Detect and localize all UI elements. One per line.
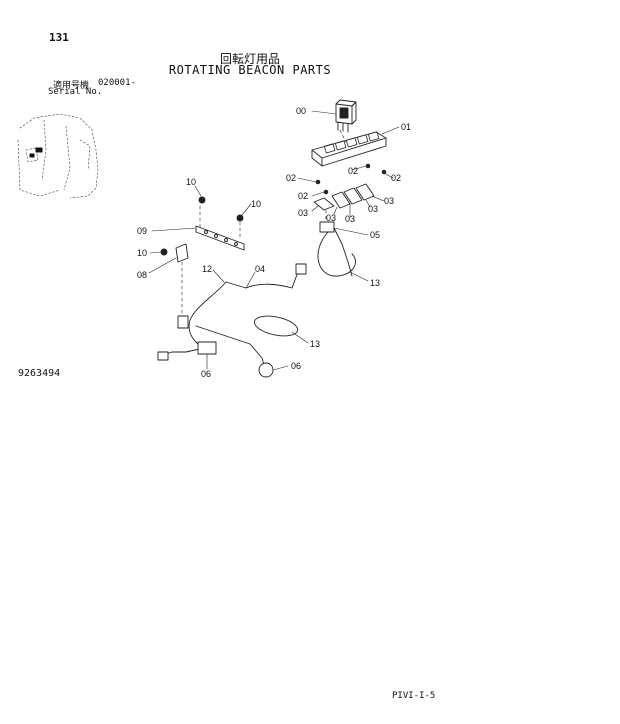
callout-06: 06	[201, 369, 211, 379]
assembly-guide-lines	[181, 129, 347, 317]
locator-marker	[29, 147, 43, 158]
callout-02: 02	[391, 173, 401, 183]
beacon-connectors	[157, 341, 274, 378]
callout-03: 03	[326, 213, 336, 223]
callout-02: 02	[298, 191, 308, 201]
page-number: 131	[49, 31, 69, 44]
panel-screws	[315, 163, 387, 195]
machine-locator-sketch	[17, 113, 99, 199]
switch-connector	[317, 221, 356, 277]
callout-03: 03	[368, 204, 378, 214]
callout-labels: 00 01 02 02 02 02 03 03 03 03 03 04 05 0…	[137, 106, 411, 379]
callout-09: 09	[137, 226, 147, 236]
serial-range: 020001-	[98, 78, 136, 88]
drawing-id: 9263494	[18, 368, 61, 379]
callout-05: 05	[370, 230, 380, 240]
callout-10: 10	[137, 248, 147, 258]
callout-00: 00	[296, 106, 306, 116]
callout-04: 04	[255, 264, 265, 274]
callout-13: 13	[310, 339, 320, 349]
callout-10: 10	[186, 177, 196, 187]
rotating-beacon-switch	[335, 99, 357, 133]
bolts	[160, 196, 244, 256]
serial-label-en: Serial No.	[48, 87, 103, 97]
callout-12: 12	[202, 264, 212, 274]
callout-01: 01	[401, 122, 411, 132]
callout-03: 03	[298, 208, 308, 218]
leader-lines	[148, 110, 400, 371]
mounting-bracket	[195, 225, 245, 251]
switch-panel	[311, 131, 387, 167]
callout-03: 03	[384, 196, 394, 206]
callout-03: 03	[345, 214, 355, 224]
callout-13: 13	[370, 278, 380, 288]
serial-label-jp: 適用号機	[53, 81, 90, 91]
harness-loop	[253, 315, 299, 337]
harness-clamp	[175, 243, 189, 263]
callout-08: 08	[137, 270, 147, 280]
callout-02: 02	[348, 166, 358, 176]
footer-reference: PIVI-I-5	[392, 691, 436, 701]
page-title-jp: 回転灯用品	[219, 52, 280, 66]
callout-10: 10	[251, 199, 261, 209]
callout-02: 02	[286, 173, 296, 183]
page-title-en: ROTATING BEACON PARTS	[168, 63, 332, 77]
blank-covers	[313, 183, 375, 211]
callout-06: 06	[291, 361, 301, 371]
